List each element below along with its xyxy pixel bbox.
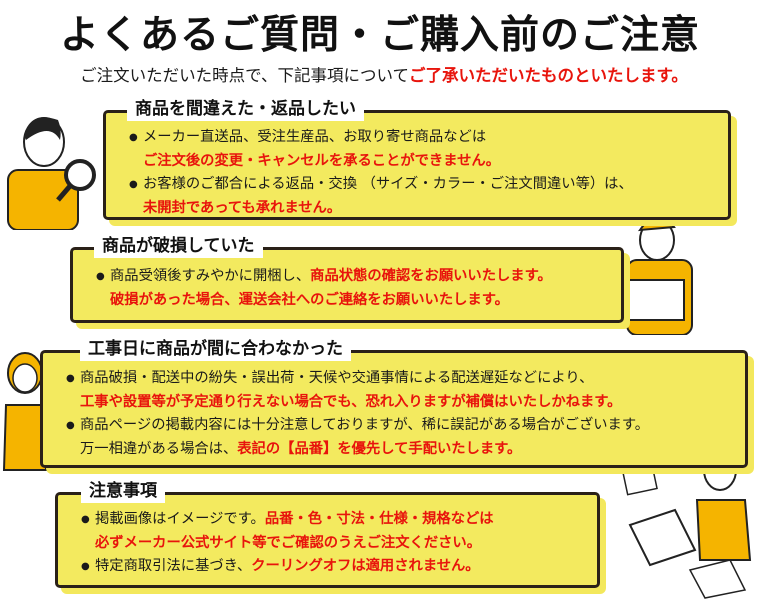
notice-line: ● 商品受領後すみやかに開梱し、商品状態の確認をお願いいたします。 xyxy=(96,265,614,289)
page-title: よくあるご質問・ご購入前のご注意 xyxy=(59,13,700,58)
section-heading: 注意事項 xyxy=(81,479,165,503)
bullet-icon: ● xyxy=(129,179,138,190)
emphasis-text: 破損があった場合、運送会社へのご連絡をお願いいたします。 xyxy=(110,291,509,308)
notice-line: ● 掲載画像はイメージです。品番・色・寸法・仕様・規格などは xyxy=(81,508,590,532)
notice-text: 商品受領後すみやかに開梱し、 xyxy=(110,268,311,284)
emphasis-text: 商品状態の確認をお願いいたします。 xyxy=(310,268,552,284)
box-frame xyxy=(103,110,731,220)
section-heading: 商品が破損していた xyxy=(94,234,263,258)
bullet-icon: ● xyxy=(66,420,75,431)
bullet-icon: ● xyxy=(81,561,90,572)
section-body: ● メーカー直送品、受注生産品、お取り寄せ商品などはご注文後の変更・キャンセルを承… xyxy=(129,126,721,220)
emphasis-text: ご注文後の変更・キャンセルを承ることができません。 xyxy=(143,152,500,169)
notice-text: 特定商取引法に基づき、 xyxy=(95,558,252,574)
section-late-delivery: 工事日に商品が間に合わなかった ● 商品破損・配送中の紛失・誤出荷・天候や交通事情に… xyxy=(40,337,754,474)
page-subtitle: ご注文いただいた時点で、下記事項についてご了承いただいたものといたします。 xyxy=(14,62,754,86)
notice-line: 必ずメーカー公式サイト等でご確認のうえご注文ください。 xyxy=(81,532,590,556)
box-frame xyxy=(55,492,600,588)
notice-text: メーカー直送品、受注生産品、お取り寄せ商品などは xyxy=(143,129,487,145)
section-heading: 工事日に商品が間に合わなかった xyxy=(80,337,351,361)
bowing-woman-illustration xyxy=(2,352,48,471)
notice-line: 破損があった場合、運送会社へのご連絡をお願いいたします。 xyxy=(96,289,614,313)
emphasis-text: 品番・色・寸法・仕様・規格などは xyxy=(264,511,494,527)
emphasis-text: 工事や設置等が予定通り行えない場合でも、恐れ入りますが補償はいたしかねます。 xyxy=(80,393,622,410)
notice-line: 工事や設置等が予定通り行えない場合でも、恐れ入りますが補償はいたしかねます。 xyxy=(66,391,738,415)
bullet-icon: ● xyxy=(129,132,138,143)
notice-line: ● 特定商取引法に基づき、クーリングオフは適用されません。 xyxy=(81,555,590,579)
notice-line: ● お客様のご都合による返品・交換 （サイズ・カラー・ご注文間違い等）は、 xyxy=(129,173,721,197)
notice-line: 未開封であっても承れません。 xyxy=(129,197,721,221)
notice-line: ● メーカー直送品、受注生産品、お取り寄せ商品などは xyxy=(129,126,721,150)
notice-line: ● 商品破損・配送中の紛失・誤出荷・天候や交通事情による配送遅延などにより、 xyxy=(66,367,738,391)
notice-text: 商品破損・配送中の紛失・誤出荷・天候や交通事情による配送遅延などにより、 xyxy=(80,370,594,386)
emphasis-text: 未開封であっても承れません。 xyxy=(143,199,342,216)
section-wrong-item-return: 商品を間違えた・返品したい ● メーカー直送品、受注生産品、お取り寄せ商品などはご注… xyxy=(103,97,737,226)
subtitle-plain: ご注文いただいた時点で、下記事項について xyxy=(80,66,409,85)
man-with-magnifier-illustration xyxy=(7,117,96,230)
emphasis-text: 表記の【品番】を優先して手配いたします。 xyxy=(237,440,522,457)
emphasis-text: 必ずメーカー公式サイト等でご確認のうえご注文ください。 xyxy=(95,534,482,551)
notice-text: お客様のご都合による返品・交換 （サイズ・カラー・ご注文間違い等）は、 xyxy=(143,176,633,192)
bullet-icon: ● xyxy=(96,271,105,282)
section-notes: 注意事項 ● 掲載画像はイメージです。品番・色・寸法・仕様・規格などは必ずメーカー公… xyxy=(55,479,606,594)
notice-line: 万一相違がある場合は、表記の【品番】を優先して手配いたします。 xyxy=(66,438,738,462)
bullet-icon: ● xyxy=(66,373,75,384)
notice-text: 掲載画像はイメージです。 xyxy=(95,511,265,527)
section-heading: 商品を間違えた・返品したい xyxy=(127,97,364,121)
bullet-icon: ● xyxy=(81,514,90,525)
section-body: ● 掲載画像はイメージです。品番・色・寸法・仕様・規格などは必ずメーカー公式サイト… xyxy=(81,508,590,579)
section-body: ● 商品受領後すみやかに開梱し、商品状態の確認をお願いいたします。破損があった場合… xyxy=(96,265,614,312)
emphasis-text: クーリングオフは適用されません。 xyxy=(251,558,480,574)
notice-line: ご注文後の変更・キャンセルを承ることができません。 xyxy=(129,150,721,174)
section-body: ● 商品破損・配送中の紛失・誤出荷・天候や交通事情による配送遅延などにより、工事や… xyxy=(66,367,738,461)
box-frame xyxy=(40,350,748,468)
notice-line: ● 商品ページの掲載内容には十分注意しておりますが、稀に誤記がある場合がございます… xyxy=(66,414,738,438)
woman-at-laptop-illustration xyxy=(618,446,752,599)
subtitle-emphasis: ご了承いただいたものといたします。 xyxy=(409,66,688,85)
notice-text: 万一相違がある場合は、 xyxy=(80,440,238,457)
section-damaged-item: 商品が破損していた ● 商品受領後すみやかに開梱し、商品状態の確認をお願いいたします… xyxy=(70,234,630,329)
box-frame xyxy=(70,247,624,323)
notice-text: 商品ページの掲載内容には十分注意しておりますが、稀に誤記がある場合がございます。 xyxy=(80,417,650,433)
